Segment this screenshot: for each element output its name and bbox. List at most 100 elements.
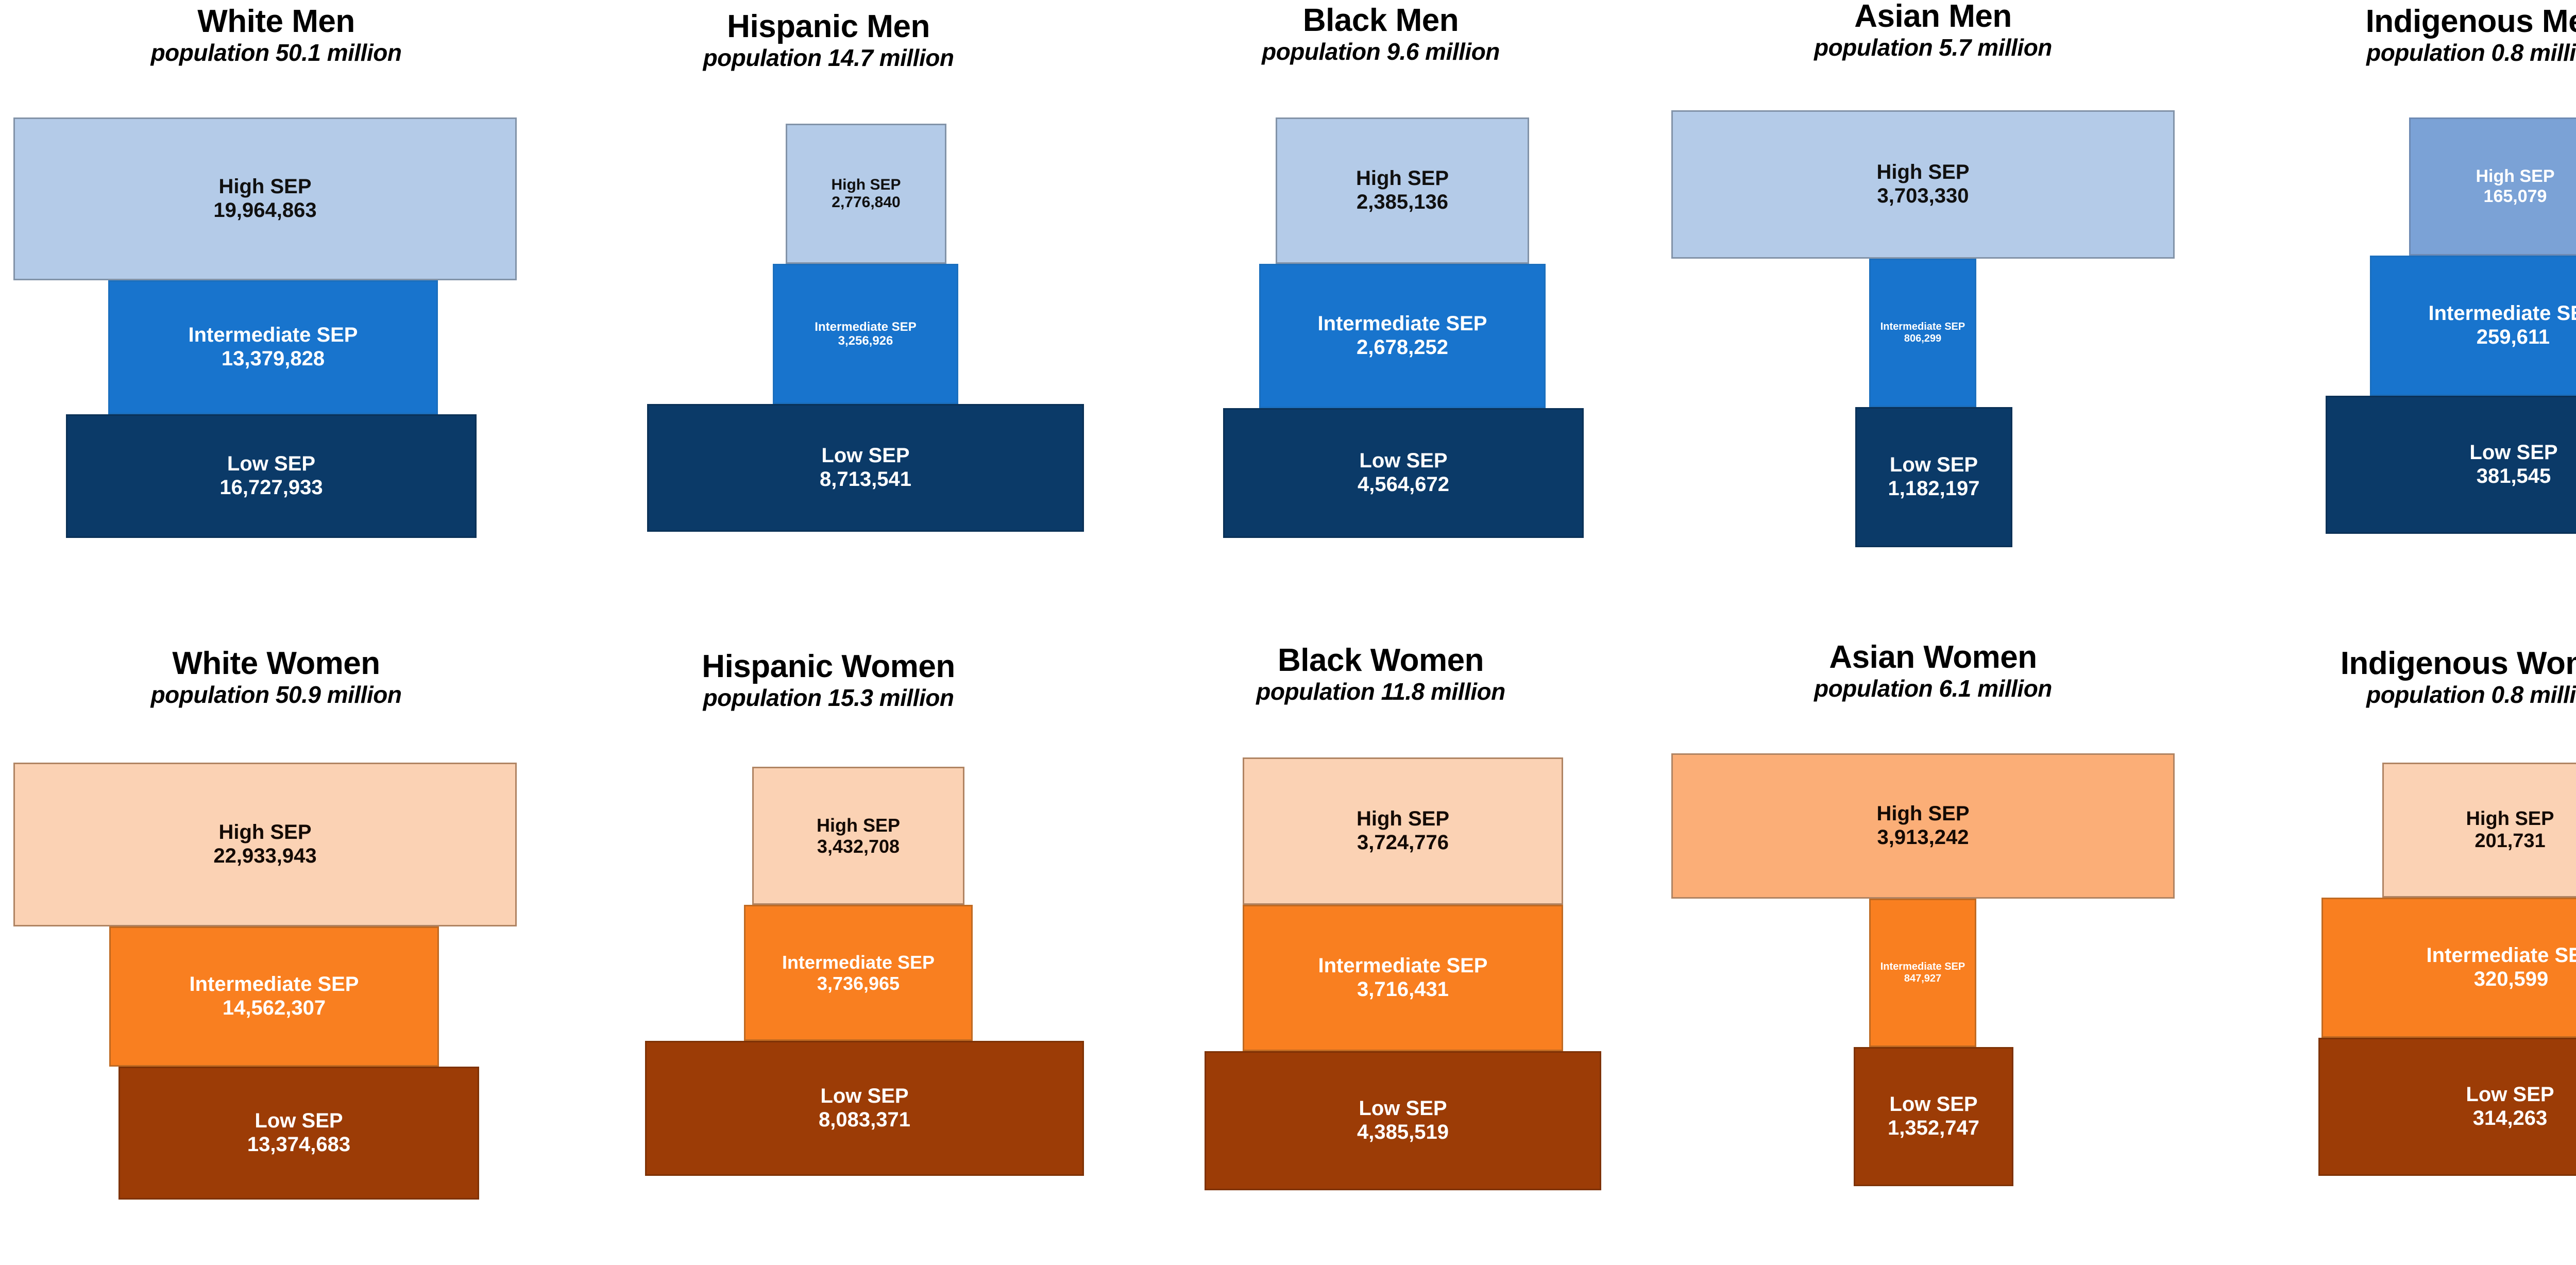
bar-value: 2,678,252 [1357, 336, 1448, 359]
bar-tier-label: High SEP [218, 821, 312, 844]
bar-value: 13,374,683 [247, 1133, 351, 1156]
bar-tier-label: Intermediate SEP [1880, 321, 1965, 333]
panel-population-subtitle: population 50.1 million [150, 39, 402, 66]
panel-population-subtitle: population 0.8 million [2366, 681, 2576, 709]
panel-title: Black Women [1278, 643, 1484, 678]
bar-tier-label: Intermediate SEP [1317, 312, 1487, 335]
bar-value: 3,724,776 [1357, 831, 1449, 854]
panel-population-subtitle: population 5.7 million [1814, 34, 2052, 61]
bar-tier-label: Low SEP [1889, 453, 1978, 477]
panel-title: Asian Women [1829, 639, 2037, 675]
bar-tier-label: Intermediate SEP [1318, 954, 1488, 977]
panel-title: Hispanic Men [727, 9, 930, 44]
bar-value: 2,385,136 [1357, 191, 1448, 213]
bar-tier-label: Low SEP [2469, 441, 2558, 464]
bar-tier-label: High SEP [831, 176, 901, 193]
bar-tier-label: Low SEP [2466, 1083, 2554, 1106]
panel-population-subtitle: population 14.7 million [703, 44, 954, 72]
bar-value: 19,964,863 [213, 199, 317, 222]
bar-value: 3,432,708 [817, 836, 900, 857]
bar-tier-label: High SEP [1876, 802, 1970, 825]
bar-intermediate-sep: Intermediate SEP320,599 [2321, 898, 2576, 1038]
bar-value: 14,562,307 [222, 997, 326, 1019]
bar-tier-label: High SEP [1356, 807, 1450, 831]
bar-value: 320,599 [2473, 968, 2549, 990]
bar-tier-label: Intermediate SEP [815, 319, 917, 334]
panel-title: Black Men [1302, 3, 1459, 38]
bar-value: 314,263 [2472, 1107, 2548, 1129]
panel-title: White Men [197, 4, 355, 39]
bar-tier-label: Intermediate SEP [2428, 302, 2576, 325]
panel-title: Hispanic Women [702, 649, 955, 684]
bar-tier-label: Low SEP [1889, 1093, 1978, 1116]
panel-population-subtitle: population 11.8 million [1256, 678, 1505, 705]
bar-value: 2,776,840 [832, 194, 901, 211]
bar-tier-label: Intermediate SEP [1880, 961, 1965, 973]
bar-value: 4,385,519 [1357, 1121, 1449, 1143]
bar-tier-label: Low SEP [820, 1085, 909, 1108]
bar-value: 4,564,672 [1358, 473, 1449, 496]
bar-value: 201,731 [2475, 830, 2546, 852]
bar-tier-label: High SEP [1355, 167, 1449, 190]
bar-value: 806,299 [1904, 333, 1942, 344]
panel-population-subtitle: population 0.8 million [2366, 39, 2576, 66]
bar-tier-label: High SEP [2466, 807, 2554, 830]
bar-tier-label: Low SEP [1359, 449, 1448, 473]
bar-tier-label: Intermediate SEP [188, 324, 358, 347]
bar-value: 3,256,926 [838, 334, 893, 348]
bar-tier-label: Low SEP [821, 444, 910, 467]
bar-tier-label: High SEP [218, 175, 312, 198]
bar-value: 13,379,828 [221, 347, 325, 370]
panel-population-subtitle: population 15.3 million [703, 684, 954, 712]
bar-value: 3,913,242 [1877, 826, 1969, 849]
bar-tier-label: Low SEP [1359, 1097, 1447, 1120]
panel-title: Indigenous Women [2340, 646, 2576, 681]
bar-value: 8,083,371 [819, 1108, 910, 1131]
bar-tier-label: Intermediate SEP [782, 951, 935, 973]
bar-value: 1,182,197 [1888, 477, 1980, 500]
bar-value: 3,736,965 [817, 973, 900, 994]
bar-tier-label: Intermediate SEP [2426, 944, 2576, 967]
bar-value: 22,933,943 [213, 845, 317, 867]
bar-tier-label: High SEP [2476, 166, 2555, 187]
